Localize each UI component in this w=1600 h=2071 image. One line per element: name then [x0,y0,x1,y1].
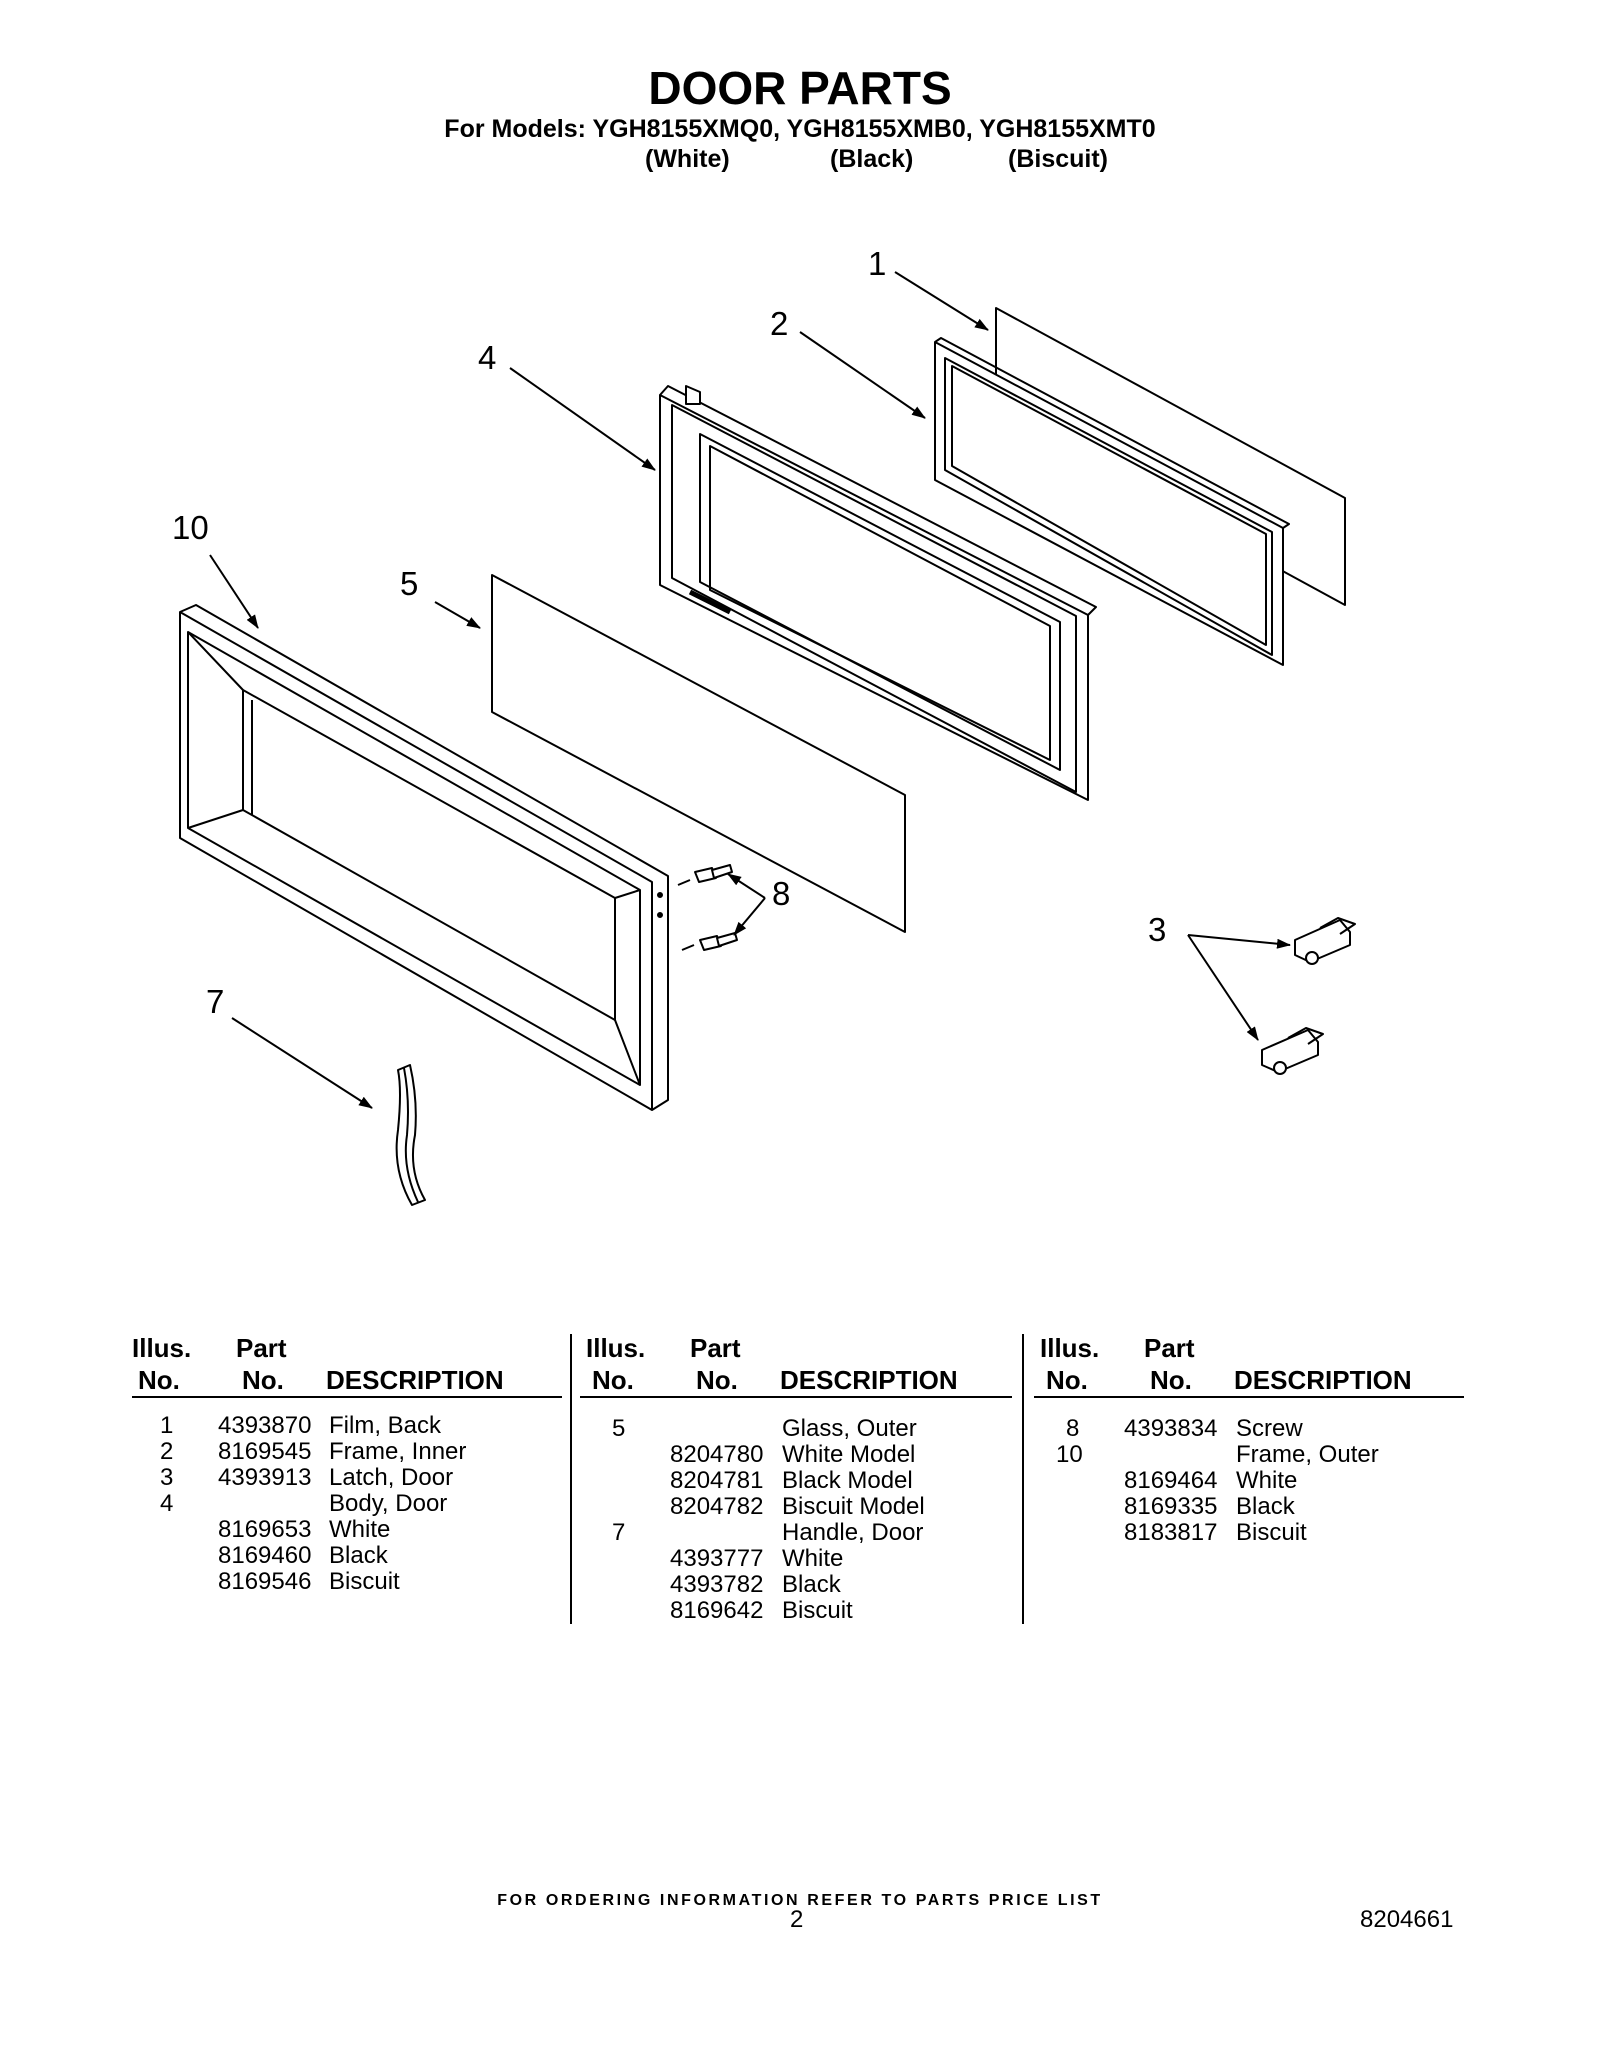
table-row-part: 8169460 [218,1542,312,1569]
table-row-part: 8169335 [1124,1493,1218,1520]
table-row-part: 4393870 [218,1412,312,1439]
part-glass-outer [491,574,906,933]
header-illus-no: No. [138,1365,180,1395]
document-number: 8204661 [1360,1906,1454,1933]
table-row-desc: White [782,1545,844,1572]
header-illus: Illus. [1040,1333,1100,1363]
table-row-illus: 1 [160,1412,174,1439]
header-description: DESCRIPTION [1234,1365,1412,1395]
part-handle [395,1064,426,1206]
ordering-note: FOR ORDERING INFORMATION REFER TO PARTS … [497,1892,1103,1909]
column-separator [570,1334,572,1624]
table-row-part: 8169545 [218,1438,312,1465]
table-row-illus: 5 [612,1415,626,1442]
part-latches [1261,917,1356,1075]
table-row-part: 8183817 [1124,1519,1218,1546]
column-separator [1022,1334,1024,1624]
callout-5: 5 [400,565,419,602]
table-row-desc: Body, Door [329,1490,448,1517]
header-part: Part [236,1333,287,1363]
table-row-desc: Screw [1236,1415,1303,1442]
table-row-desc: Biscuit [1236,1519,1307,1546]
table-row-desc: White [329,1516,391,1543]
table-row-part: 8169653 [218,1516,312,1543]
callout-8: 8 [772,875,791,912]
table-row-illus: 3 [160,1464,174,1491]
part-door-body [659,385,1097,801]
header-rule-3 [1034,1396,1464,1398]
callout-2: 2 [770,305,789,342]
header-part: Part [1144,1333,1195,1363]
table-row-desc: Frame, Inner [329,1438,467,1465]
callout-3: 3 [1148,911,1167,948]
table-row-desc: Black [329,1542,388,1569]
table-row-illus: 7 [612,1519,626,1546]
header-illus: Illus. [586,1333,646,1363]
callout-7: 7 [206,983,225,1020]
header-illus-no: No. [592,1365,634,1395]
header-part-no: No. [242,1365,284,1395]
header-part-no: No. [1150,1365,1192,1395]
table-row-part: 8204780 [670,1441,764,1468]
header-part-no: No. [696,1365,738,1395]
part-frame-inner [934,337,1290,666]
table-row-illus: 8 [1066,1415,1080,1442]
models-line: For Models: YGH8155XMQ0, YGH8155XMB0, YG… [444,115,1156,143]
callout-10: 10 [172,509,209,546]
callout-1: 1 [868,245,887,282]
part-screws [677,864,738,951]
table-row-illus: 10 [1056,1441,1083,1468]
table-row-desc: White [1236,1467,1298,1494]
table-row-desc: Frame, Outer [1236,1441,1379,1468]
part-frame-outer [179,604,669,1111]
table-row-desc: Film, Back [329,1412,442,1439]
header-rule-2 [580,1396,1012,1398]
table-row-desc: Biscuit [782,1597,853,1624]
table-row-desc: Biscuit [329,1568,400,1595]
page-title: DOOR PARTS [648,62,952,114]
table-row-desc: Black Model [782,1467,913,1494]
variant-black: (Black) [830,145,914,173]
table-row-desc: Black [1236,1493,1295,1520]
variant-biscuit: (Biscuit) [1008,145,1108,173]
callout-4: 4 [478,339,497,376]
header-description: DESCRIPTION [780,1365,958,1395]
table-row-part: 8204781 [670,1467,764,1494]
table-row-part: 8204782 [670,1493,764,1520]
table-row-desc: White Model [782,1441,916,1468]
table-row-desc: Glass, Outer [782,1415,917,1442]
table-row-part: 4393782 [670,1571,764,1598]
page-number: 2 [790,1906,804,1933]
header-illus-no: No. [1046,1365,1088,1395]
table-row-part: 8169642 [670,1597,764,1624]
table-row-illus: 2 [160,1438,174,1465]
exploded-diagram [179,271,1356,1206]
header-part: Part [690,1333,741,1363]
leader-lines [209,271,1291,1109]
table-row-desc: Latch, Door [329,1464,454,1491]
table-row-part: 4393777 [670,1545,764,1572]
table-row-illus: 4 [160,1490,174,1517]
table-row-part: 4393834 [1124,1415,1218,1442]
table-row-part: 8169546 [218,1568,312,1595]
table-row-desc: Black [782,1571,841,1598]
variant-white: (White) [645,145,730,173]
table-row-part: 4393913 [218,1464,312,1491]
header-illus: Illus. [132,1333,192,1363]
header-rule-1 [132,1396,562,1398]
header-description: DESCRIPTION [326,1365,504,1395]
table-row-part: 8169464 [1124,1467,1218,1494]
table-row-desc: Handle, Door [782,1519,924,1546]
table-row-desc: Biscuit Model [782,1493,925,1520]
